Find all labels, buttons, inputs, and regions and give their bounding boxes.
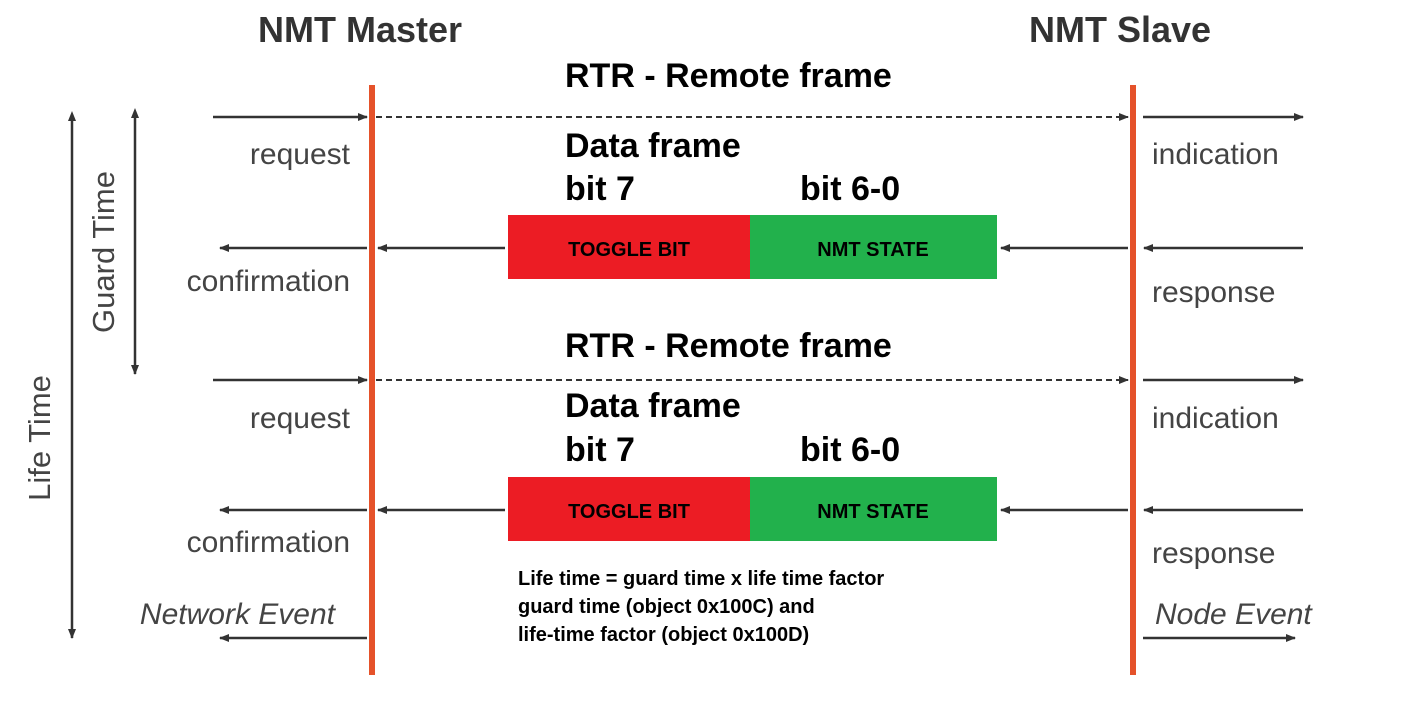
request-label: request [250,402,351,435]
note-line-2: guard time (object 0x100C) and [518,596,815,618]
network-event-label: Network Event [140,598,337,631]
note-line-1: Life time = guard time x life time facto… [518,568,884,590]
bit-7-label: bit 7 [565,170,635,208]
nmt-state-text: NMT STATE [817,239,928,261]
master-title: NMT Master [258,9,462,50]
guard-cycle-1: RTR - Remote frame request indication Da… [187,57,1304,309]
response-label: response [1152,276,1275,309]
bit-7-label: bit 7 [565,431,635,469]
node-event-label: Node Event [1155,598,1313,631]
nmt-state-box [750,215,997,279]
bit-6-0-label: bit 6-0 [800,431,900,469]
remote-frame-label: RTR - Remote frame [565,327,892,365]
indication-label: indication [1152,402,1279,435]
indication-label: indication [1152,138,1279,171]
toggle-bit-text: TOGGLE BIT [568,501,690,523]
guard-time-label: Guard Time [86,171,121,333]
data-frame-label: Data frame [565,387,741,425]
confirmation-label: confirmation [187,526,350,559]
life-time-label: Life Time [22,375,57,501]
toggle-bit-text: TOGGLE BIT [568,239,690,261]
guard-cycle-2: RTR - Remote frame request indication Da… [187,327,1304,570]
toggle-bit-box [508,477,750,541]
request-label: request [250,138,351,171]
nmt-state-box [750,477,997,541]
toggle-bit-box [508,215,750,279]
note-line-3: life-time factor (object 0x100D) [518,624,809,646]
slave-title: NMT Slave [1029,9,1211,50]
remote-frame-label: RTR - Remote frame [565,57,892,95]
nmt-state-text: NMT STATE [817,501,928,523]
confirmation-label: confirmation [187,265,350,298]
data-frame-label: Data frame [565,127,741,165]
response-label: response [1152,537,1275,570]
bit-6-0-label: bit 6-0 [800,170,900,208]
